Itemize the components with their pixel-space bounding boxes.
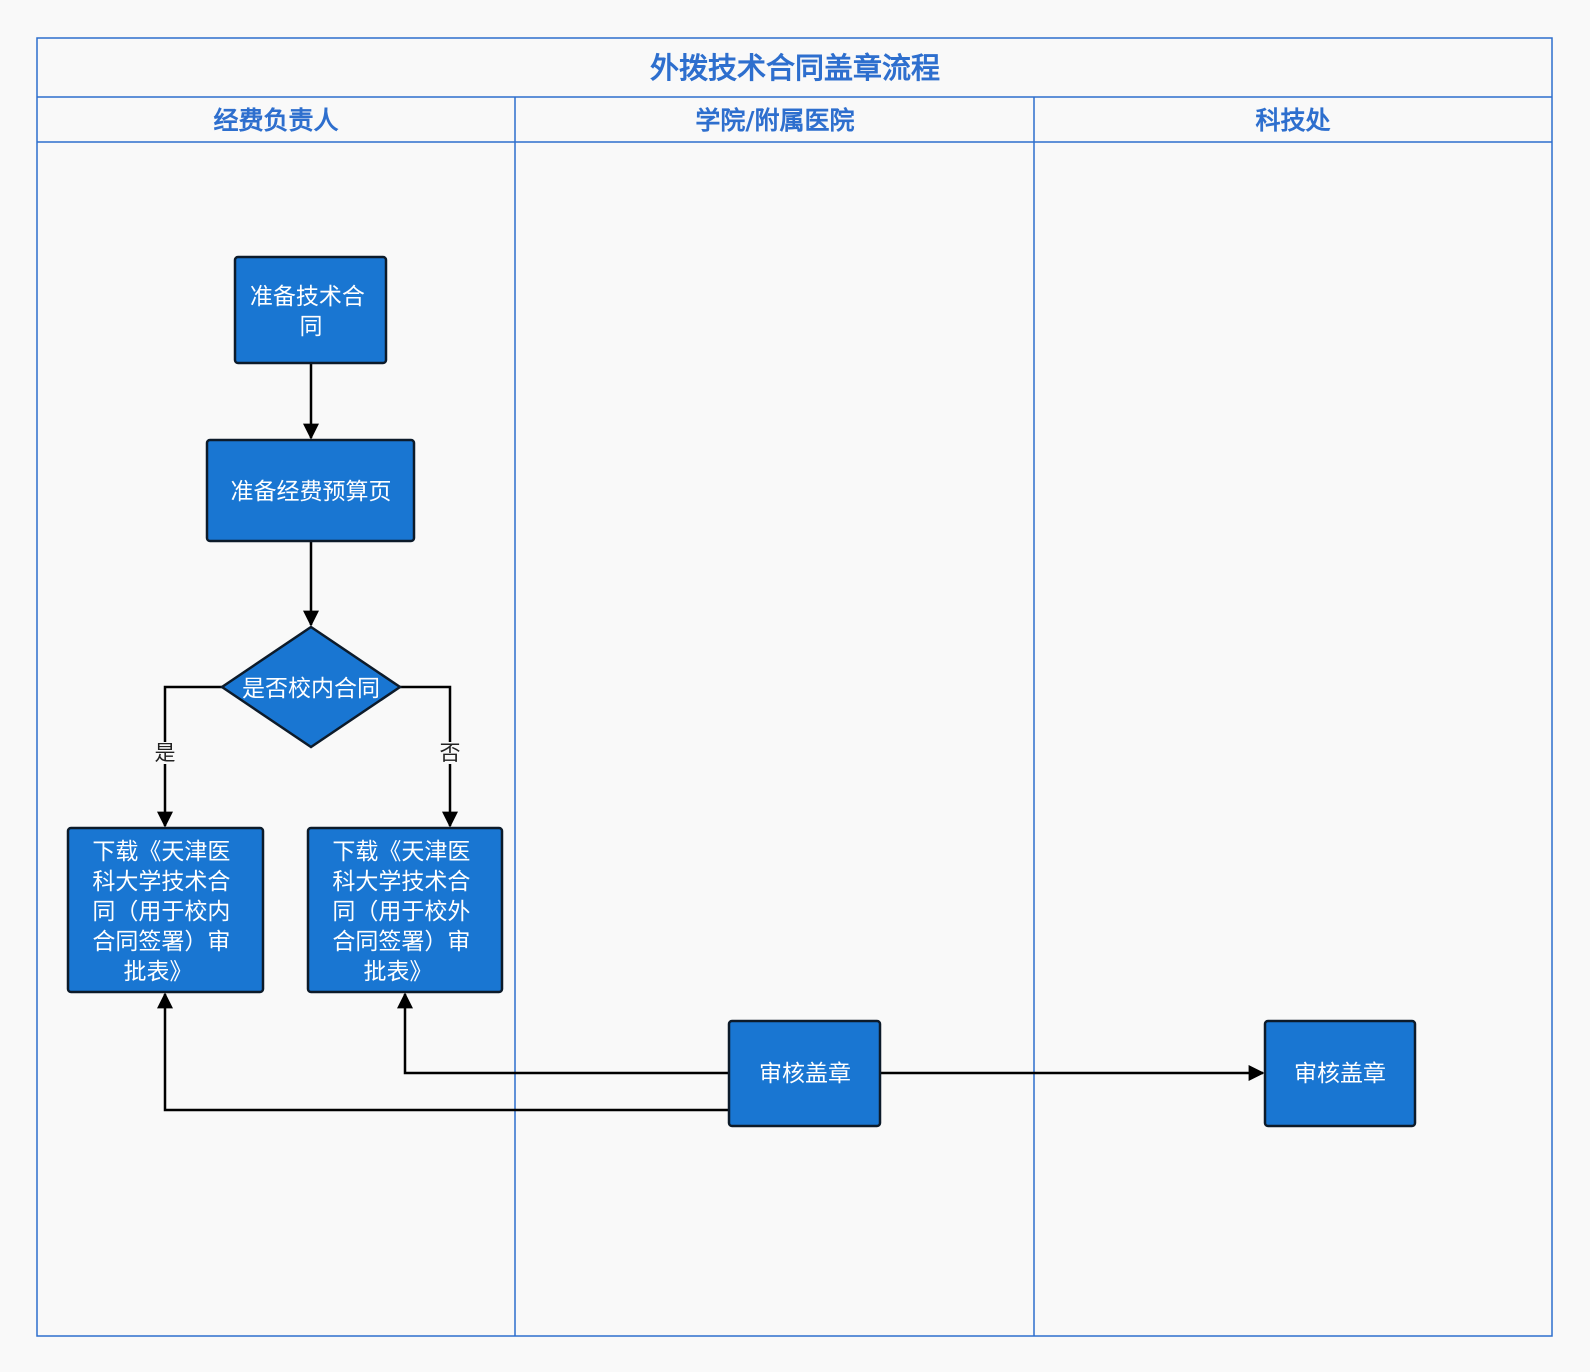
edge-decision-no [400,685,452,742]
edge-college-to-external [397,992,729,1075]
node-download-external-line-2: 科大学技术合 [332,869,470,895]
svg-text:下载《天津医 科大学技术合 同（用于: 下载《天津医 科大学技术合 同（用于校内 合同签署）审 批表》 [92,839,237,985]
lane-label-tech-office: 科技处 [1255,106,1330,135]
edge-decision-yes [163,685,222,742]
node-download-external-line-1: 下载《天津医 [332,839,470,865]
edge-label-yes: 是 [155,741,176,765]
node-download-internal-line-1: 下载《天津医 [92,839,230,865]
svg-text:准备经费预算页: 准备经费预算页 [231,479,392,505]
svg-text:是否校内合同: 是否校内合同 [242,676,380,702]
node-download-external-line-4: 合同签署）审 [332,929,470,955]
node-prepare-contract: 准备技术合 同 [233,255,388,365]
node-download-internal-line-3: 同（用于校内 [92,899,230,925]
node-prepare-contract-line-1: 准备技术合 [250,284,365,310]
node-download-internal: 下载《天津医 科大学技术合 同（用于校内 合同签署）审 批表》 [66,826,265,994]
node-download-internal-line-5: 批表》 [124,959,193,985]
node-download-external: 下载《天津医 科大学技术合 同（用于校外 合同签署）审 批表》 [306,826,504,994]
edges [157,363,1265,1112]
node-prepare-budget-line-1: 准备经费预算页 [231,479,392,505]
node-download-internal-line-2: 科大学技术合 [92,869,230,895]
lane-label-funding-owner: 经费负责人 [213,106,338,135]
svg-text:下载《天津医 科大学技术合 同（用于: 下载《天津医 科大学技术合 同（用于校外 合同签署）审 批表》 [332,839,477,985]
node-download-external-line-5: 批表》 [364,959,433,985]
svg-text:准备技术合 同: 准备技术合 同 [250,284,372,340]
node-prepare-contract-line-2: 同 [300,314,323,340]
node-prepare-budget: 准备经费预算页 [205,438,416,543]
node-decision-line-1: 是否校内合同 [242,676,380,702]
node-download-internal-line-4: 合同签署）审 [92,929,230,955]
edge-college-to-internal [157,992,729,1112]
node-decision: 是否校内合同 [219,625,403,749]
node-download-external-line-3: 同（用于校外 [332,899,470,925]
pool-border [36,37,1553,1337]
node-college-review: 审核盖章 [727,1019,882,1128]
node-office-review: 审核盖章 [1263,1019,1417,1128]
node-college-review-line-1: 审核盖章 [759,1061,851,1087]
svg-text:审核盖章: 审核盖章 [1294,1061,1386,1087]
edge-label-no: 否 [440,741,461,765]
lane-label-college: 学院/附属医院 [695,106,854,135]
swimlane-frame [36,37,1553,1337]
diagram-title: 外拨技术合同盖章流程 [650,51,940,85]
svg-text:审核盖章: 审核盖章 [759,1061,851,1087]
node-office-review-line-1: 审核盖章 [1294,1061,1386,1087]
